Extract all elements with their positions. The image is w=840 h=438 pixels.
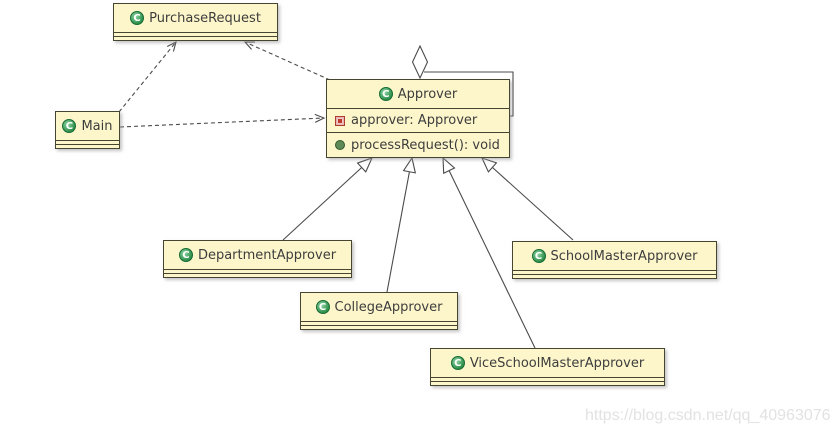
fields-compartment — [164, 269, 351, 273]
class-title: C SchoolMasterApprover — [513, 242, 716, 270]
class-title: C CollegeApprover — [301, 293, 457, 321]
class-name: Main — [81, 118, 113, 134]
class-title: C PurchaseRequest — [114, 4, 277, 32]
dependency-edge-approver-purchase-request — [243, 41, 331, 81]
class-title: C Approver — [327, 80, 509, 108]
class-icon: C — [450, 356, 465, 370]
fields-compartment — [513, 270, 716, 274]
method-row-process-request: processRequest(): void — [327, 132, 509, 157]
method-text: processRequest(): void — [351, 137, 500, 153]
class-box-college-approver: C CollegeApprover — [300, 292, 458, 330]
class-box-school-master-approver: C SchoolMasterApprover — [512, 241, 717, 279]
methods-compartment — [114, 36, 277, 40]
methods-compartment — [301, 325, 457, 329]
class-icon: C — [378, 87, 393, 101]
class-icon: C — [178, 248, 193, 262]
generalization-edge-school-master-approver — [480, 157, 574, 241]
csdn-watermark: https://blog.csdn.net/qq_40963076 — [585, 407, 831, 424]
class-box-department-approver: C DepartmentApprover — [163, 240, 352, 278]
field-text: approver: Approver — [351, 113, 478, 128]
dependency-edge-main-purchase-request — [118, 40, 177, 113]
public-method-icon — [335, 140, 345, 150]
class-icon: C — [531, 249, 546, 263]
fields-compartment — [301, 321, 457, 325]
class-box-approver: C Approver approver: Approver processReq… — [326, 79, 510, 158]
class-name: PurchaseRequest — [149, 10, 261, 26]
class-name: ViceSchoolMasterApprover — [469, 355, 645, 371]
fields-compartment — [114, 32, 277, 36]
class-name: Approver — [397, 86, 458, 102]
class-icon: C — [315, 300, 330, 314]
methods-compartment — [56, 144, 119, 148]
class-name: CollegeApprover — [334, 299, 443, 315]
field-row-approver: approver: Approver — [327, 108, 509, 132]
class-title: C DepartmentApprover — [164, 241, 351, 269]
generalization-edge-department-approver — [282, 157, 374, 241]
dependency-edge-main-approver — [119, 113, 326, 128]
aggregation-diamond — [411, 44, 429, 80]
class-title: C Main — [56, 112, 119, 140]
fields-compartment — [56, 140, 119, 144]
class-box-main: C Main — [55, 111, 120, 149]
fields-compartment — [431, 377, 664, 381]
generalization-edge-college-approver — [386, 156, 417, 293]
class-icon: C — [62, 119, 77, 133]
class-name: DepartmentApprover — [197, 247, 337, 263]
class-box-vice-school-master-approver: C ViceSchoolMasterApprover — [430, 348, 665, 386]
methods-compartment — [164, 273, 351, 277]
methods-compartment — [513, 274, 716, 278]
class-title: C ViceSchoolMasterApprover — [431, 349, 664, 377]
class-icon: C — [130, 11, 145, 25]
class-name: SchoolMasterApprover — [550, 248, 698, 264]
methods-compartment — [431, 381, 664, 385]
private-field-icon — [335, 115, 345, 126]
class-box-purchase-request: C PurchaseRequest — [113, 3, 278, 41]
